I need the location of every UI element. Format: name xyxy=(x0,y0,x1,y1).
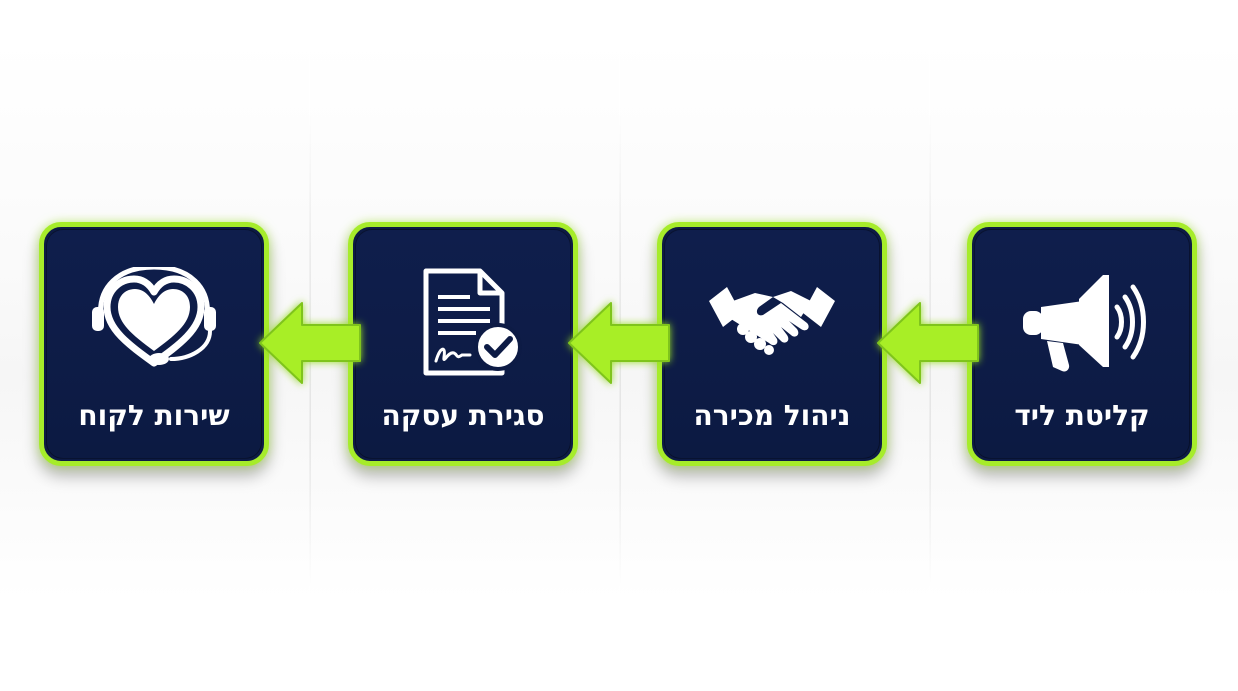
step-sales-management-card: ניהול מכירה xyxy=(657,222,887,466)
handshake-icon xyxy=(707,267,837,377)
step-customer-service-card: שירות לקוח xyxy=(39,222,269,466)
step-label: שירות לקוח xyxy=(78,399,230,432)
step-label: קליטת ליד xyxy=(1014,399,1150,432)
step-label: סגירת עסקה xyxy=(381,399,545,432)
step-lead-capture-card: קליטת ליד xyxy=(967,222,1197,466)
flow-arrow xyxy=(254,297,364,389)
step-deal-closing-card: סגירת עסקה xyxy=(348,222,578,466)
flow-arrow xyxy=(872,297,982,389)
flow-arrow xyxy=(563,297,673,389)
megaphone-icon xyxy=(1017,267,1147,377)
signed-contract-icon xyxy=(398,267,528,377)
heart-headset-icon xyxy=(89,267,219,377)
card-inner xyxy=(355,229,571,459)
step-label: ניהול מכירה xyxy=(693,399,851,432)
